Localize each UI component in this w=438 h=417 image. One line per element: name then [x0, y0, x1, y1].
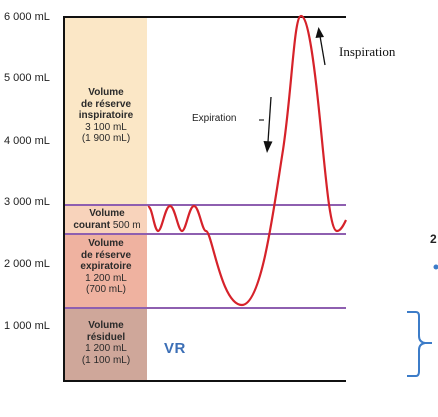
- breathing-curve: [146, 14, 347, 307]
- y-tick-5000: 5 000 mL: [4, 72, 50, 84]
- cropped-bullet-fragment: [433, 264, 438, 270]
- tv-title: Volume: [89, 208, 125, 219]
- irv-title: Volume de réserve inspiratoire: [78, 87, 134, 121]
- rv-title: Volume résiduel: [86, 320, 126, 343]
- erv-text: Volume de réserve expiratoire 1 200 mL (…: [65, 238, 147, 296]
- tv-text: Volume courant 500 m: [64, 208, 150, 231]
- rv-value-alt: (1 100 mL): [81, 354, 131, 366]
- rv-value: 1 200 mL: [85, 343, 127, 354]
- expiration-label: Expiration: [192, 113, 237, 124]
- irv-band: [65, 16, 147, 205]
- y-tick-1000: 1 000 mL: [4, 320, 50, 332]
- bracket-icon: [407, 311, 432, 377]
- tv-line2: courant 500 m: [64, 220, 150, 232]
- inspiration-label: Inspiration: [339, 44, 396, 59]
- tidal-bottom-level-line: [65, 233, 346, 235]
- top-border-line: [63, 16, 346, 18]
- irv-text: Volume de réserve inspiratoire 3 100 mL …: [65, 87, 147, 145]
- irv-value: 3 100 mL: [85, 121, 127, 133]
- tidal-top-level-line: [65, 204, 346, 206]
- tv-title2: courant: [73, 219, 111, 231]
- erv-value: 1 200 mL: [85, 272, 127, 284]
- erv-value-alt: (700 mL): [85, 284, 126, 295]
- left-axis-line: [63, 16, 65, 382]
- tv-value: 500 m: [112, 219, 141, 231]
- irv-value-alt: (1 900 mL): [81, 133, 131, 144]
- rv-text: Volume résiduel 1 200 mL (1 100 mL): [65, 320, 147, 366]
- y-tick-2000: 2 000 mL: [4, 258, 50, 270]
- y-tick-3000: 3 000 mL: [4, 196, 50, 208]
- vr-label: VR: [164, 340, 186, 357]
- erv-title: Volume de réserve expiratoire: [80, 238, 132, 272]
- y-tick-4000: 4 000 mL: [4, 135, 50, 147]
- tv-band: [65, 205, 147, 234]
- expiration-arrow: [259, 96, 273, 153]
- residual-level-line: [65, 307, 346, 309]
- inspiration-arrow: [315, 27, 326, 66]
- baseline: [63, 380, 346, 382]
- erv-band: [65, 234, 147, 308]
- cropped-number-fragment: 2: [430, 232, 437, 246]
- rv-band: [65, 308, 147, 381]
- y-tick-6000: 6 000 mL: [4, 11, 50, 23]
